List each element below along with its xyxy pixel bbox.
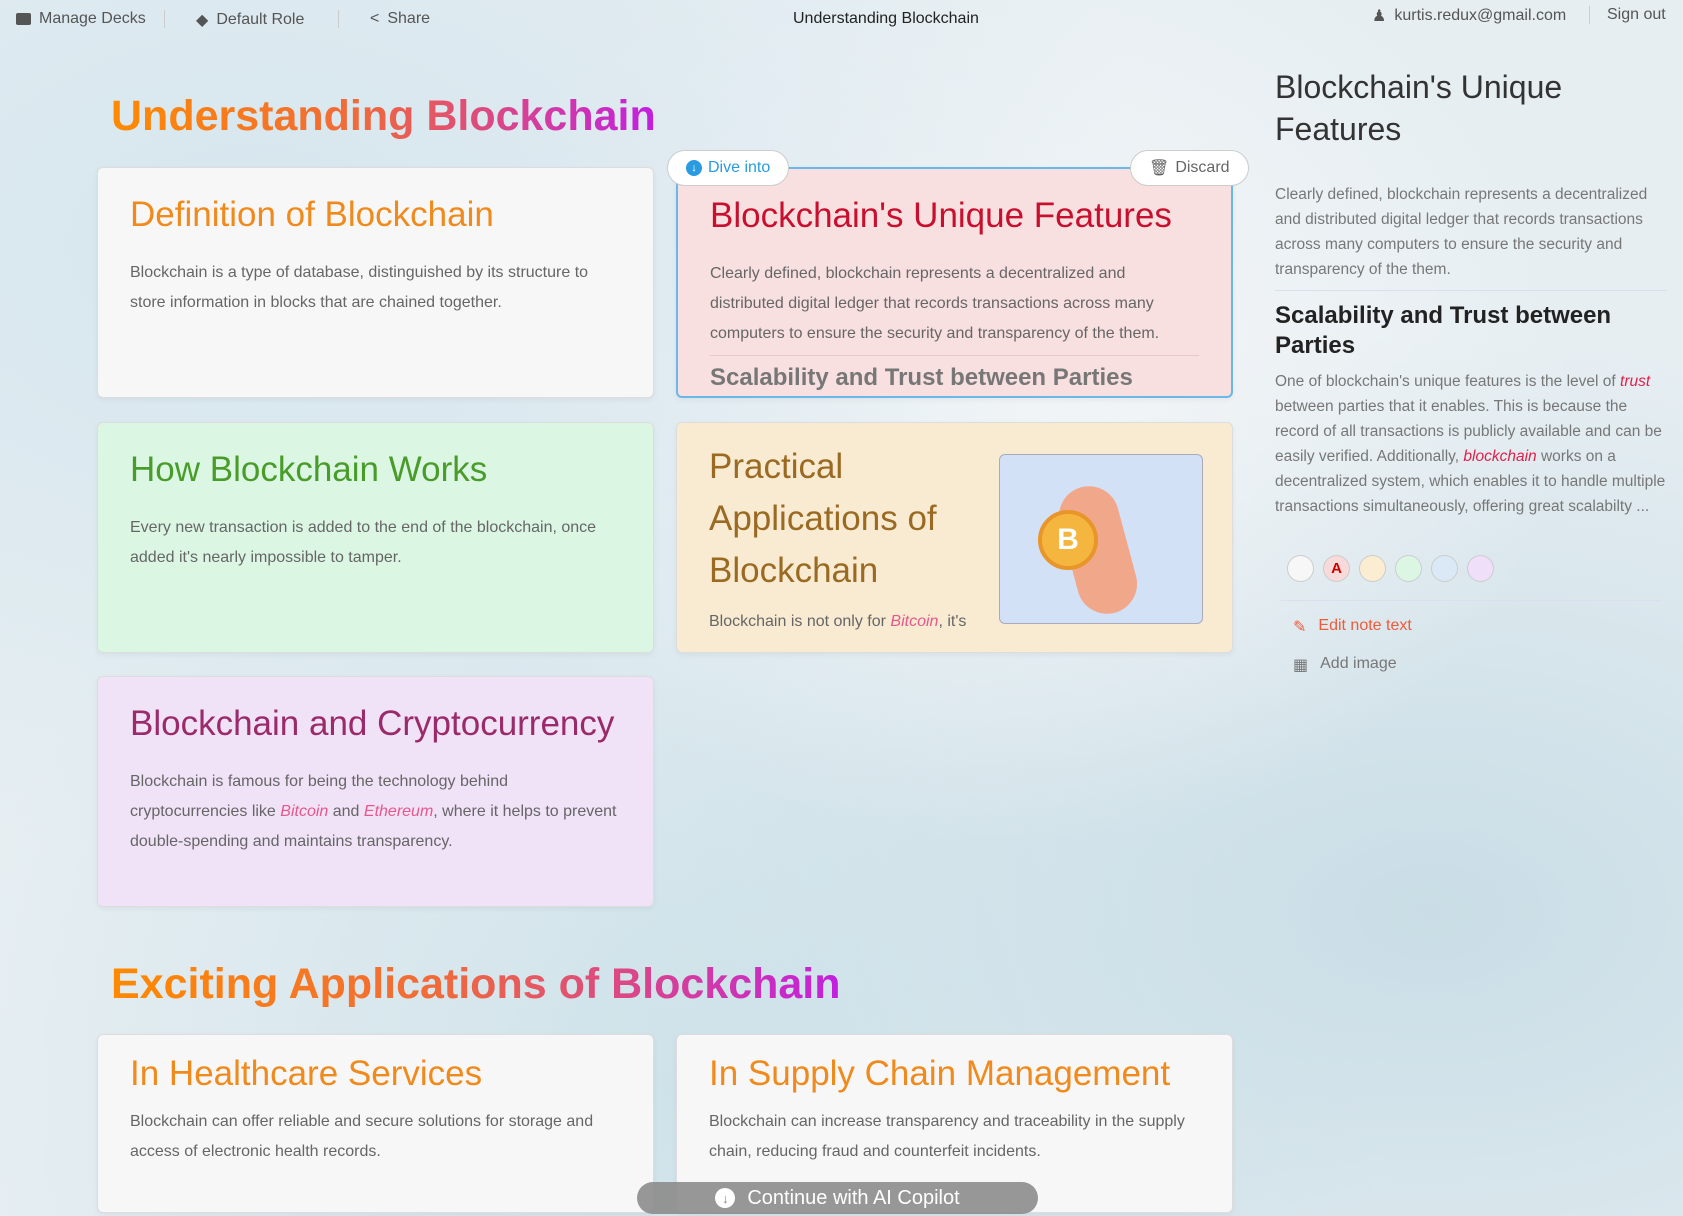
share-label: Share bbox=[387, 10, 431, 27]
color-swatch-red-selected[interactable]: A bbox=[1323, 555, 1350, 582]
highlight-term: blockchain bbox=[1463, 448, 1537, 465]
card-title: In Healthcare Services bbox=[130, 1054, 483, 1093]
card-title: Practical Applications of Blockchain bbox=[709, 447, 937, 590]
note-detail-panel: Blockchain's Unique Features Clearly def… bbox=[1275, 66, 1667, 675]
edit-note-label: Edit note text bbox=[1318, 617, 1412, 634]
image-icon: ▦ bbox=[1293, 657, 1309, 674]
bitcoin-icon: B bbox=[1038, 510, 1098, 570]
color-picker: A bbox=[1287, 555, 1667, 582]
pencil-icon: ✎ bbox=[1293, 619, 1307, 636]
card-body-text: Blockchain is famous for being the techn… bbox=[130, 773, 509, 820]
add-image-label: Add image bbox=[1320, 655, 1397, 672]
card-healthcare[interactable]: In Healthcare Services Blockchain can of… bbox=[97, 1034, 654, 1213]
highlight-term: trust bbox=[1620, 373, 1651, 390]
card-title: Blockchain and Cryptocurrency bbox=[130, 704, 615, 743]
default-role-button[interactable]: ◆ Default Role bbox=[196, 10, 304, 30]
panel-text: works on a decentralized system, which e… bbox=[1275, 448, 1666, 515]
user-account[interactable]: ♟ kurtis.redux@gmail.com bbox=[1372, 6, 1566, 26]
color-swatch-white[interactable] bbox=[1287, 555, 1314, 582]
divider bbox=[1281, 600, 1661, 601]
panel-paragraph: One of blockchain's unique features is t… bbox=[1275, 369, 1667, 519]
card-body: Every new transaction is added to the en… bbox=[130, 519, 597, 566]
card-title: Blockchain's Unique Features bbox=[710, 196, 1172, 235]
color-swatch-yellow[interactable] bbox=[1359, 555, 1386, 582]
card-body: Blockchain can offer reliable and secure… bbox=[130, 1113, 594, 1160]
color-swatch-purple[interactable] bbox=[1467, 555, 1494, 582]
divider bbox=[338, 10, 339, 28]
section-title: Understanding Blockchain bbox=[111, 92, 656, 140]
discard-button[interactable]: 🗑 Discard bbox=[1130, 150, 1249, 186]
manage-decks-label: Manage Decks bbox=[39, 10, 146, 27]
card-title: How Blockchain Works bbox=[130, 450, 488, 489]
card-subheading: Scalability and Trust between Parties bbox=[710, 355, 1199, 392]
highlight-term: Bitcoin bbox=[890, 613, 939, 630]
color-swatch-blue[interactable] bbox=[1431, 555, 1458, 582]
card-definition[interactable]: Definition of Blockchain Blockchain is a… bbox=[97, 167, 654, 398]
discard-label: Discard bbox=[1175, 159, 1230, 176]
section-title: Exciting Applications of Blockchain bbox=[111, 960, 841, 1008]
card-how-works[interactable]: How Blockchain Works Every new transacti… bbox=[97, 422, 654, 653]
card-body: Blockchain is a type of database, distin… bbox=[130, 264, 589, 311]
user-icon: ♟ bbox=[1372, 8, 1387, 25]
user-email: kurtis.redux@gmail.com bbox=[1394, 7, 1567, 24]
sign-out-link[interactable]: Sign out bbox=[1607, 6, 1666, 23]
share-button[interactable]: < Share bbox=[370, 10, 430, 28]
card-body: Blockchain is not only for Bitcoin, it's bbox=[709, 607, 1200, 637]
highlight-term: Ethereum bbox=[363, 803, 434, 820]
deck-title: Understanding Blockchain bbox=[793, 10, 979, 27]
default-role-label: Default Role bbox=[216, 11, 305, 28]
dive-into-button[interactable]: ↓ Dive into bbox=[667, 150, 790, 186]
panel-text: One of blockchain's unique features is t… bbox=[1275, 373, 1621, 390]
divider bbox=[1589, 6, 1590, 24]
panel-subheading: Scalability and Trust between Parties bbox=[1275, 302, 1612, 359]
deck-icon bbox=[16, 13, 31, 25]
manage-decks-button[interactable]: Manage Decks bbox=[16, 10, 146, 28]
card-cryptocurrency[interactable]: Blockchain and Cryptocurrency Blockchain… bbox=[97, 676, 654, 907]
highlight-term: Bitcoin bbox=[280, 803, 329, 820]
panel-text: between parties that it enables. This is… bbox=[1275, 398, 1662, 465]
arrow-down-circle-icon: ↓ bbox=[715, 1188, 736, 1208]
edit-note-text-button[interactable]: ✎ Edit note text bbox=[1293, 617, 1667, 637]
card-title: In Supply Chain Management bbox=[709, 1054, 1171, 1093]
bitcoin-hand-image: B bbox=[999, 454, 1203, 624]
color-swatch-green[interactable] bbox=[1395, 555, 1422, 582]
panel-intro: Clearly defined, blockchain represents a… bbox=[1275, 182, 1667, 291]
card-body-text: Blockchain is not only for bbox=[709, 613, 891, 630]
trash-icon: 🗑 bbox=[1149, 160, 1170, 177]
divider bbox=[164, 10, 165, 28]
card-body-text: , it's bbox=[938, 613, 967, 630]
copilot-label: Continue with AI Copilot bbox=[747, 1186, 960, 1209]
card-body: Blockchain is famous for being the techn… bbox=[130, 767, 621, 857]
mask-icon: ◆ bbox=[196, 12, 209, 29]
card-body-text: , where it helps to prevent double-spend… bbox=[130, 803, 617, 850]
card-title: Definition of Blockchain bbox=[130, 195, 494, 234]
top-bar: Manage Decks ◆ Default Role < Share Unders… bbox=[0, 0, 1683, 40]
card-body: Blockchain can increase transparency and… bbox=[709, 1113, 1185, 1160]
card-body: Clearly defined, blockchain represents a… bbox=[710, 265, 1160, 342]
card-body-text: and bbox=[328, 803, 364, 820]
add-image-button[interactable]: ▦ Add image bbox=[1293, 655, 1667, 675]
dive-into-label: Dive into bbox=[708, 159, 771, 176]
arrow-down-circle-icon: ↓ bbox=[686, 160, 702, 176]
share-icon: < bbox=[370, 10, 380, 27]
card-practical-applications[interactable]: Practical Applications of Blockchain Blo… bbox=[676, 422, 1233, 653]
card-unique-features[interactable]: Blockchain's Unique Features Clearly def… bbox=[676, 167, 1233, 398]
panel-title: Blockchain's Unique Features bbox=[1275, 69, 1563, 147]
continue-ai-copilot-button[interactable]: ↓ Continue with AI Copilot bbox=[637, 1182, 1038, 1214]
